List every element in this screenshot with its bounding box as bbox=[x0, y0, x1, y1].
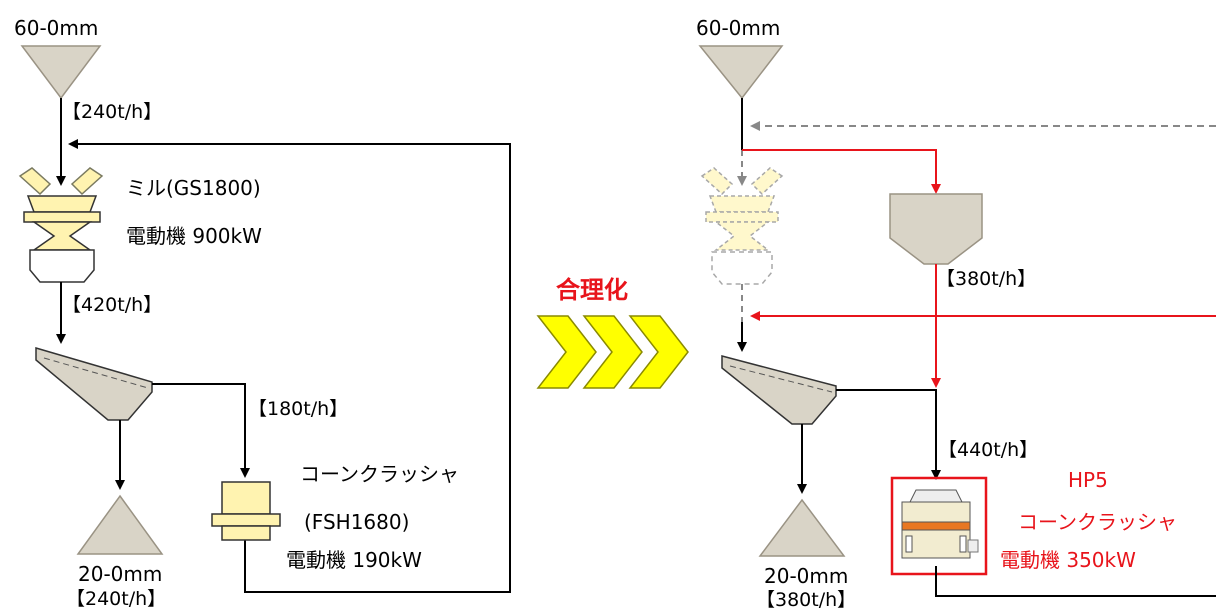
left-screen-to-cone bbox=[152, 383, 250, 478]
right-hp5-return-line bbox=[935, 566, 1216, 597]
right-cone-name: コーンクラッシャ bbox=[1018, 510, 1177, 534]
right-screen bbox=[721, 355, 837, 425]
left-cone-crusher bbox=[211, 481, 281, 541]
right-screen-to-cone bbox=[836, 389, 941, 480]
chevron-2 bbox=[582, 315, 643, 389]
right-bin-out-rate: 【380t/h】 bbox=[936, 268, 1037, 290]
right-cone-feed-rate: 【440t/h】 bbox=[938, 439, 1039, 461]
right-surge-bin bbox=[889, 193, 983, 265]
chevrons bbox=[536, 315, 689, 389]
left-product-pile bbox=[76, 494, 164, 555]
right-feed-hopper bbox=[698, 45, 784, 100]
left-flow bbox=[18, 45, 511, 593]
left-feed-rate: 【240t/h】 bbox=[62, 101, 163, 123]
right-removed-mill bbox=[700, 167, 784, 285]
left-cone-name: コーンクラッシャ bbox=[300, 462, 459, 486]
right-hp5-highlight-box bbox=[890, 476, 988, 576]
right-hp5-name: HP5 bbox=[1068, 468, 1108, 492]
chevron-1 bbox=[536, 315, 597, 389]
left-screen-feed-rate: 【420t/h】 bbox=[62, 294, 163, 316]
left-product-size: 20-0mm bbox=[78, 562, 163, 586]
chevron-3 bbox=[628, 315, 689, 389]
right-cone-motor: 電動機 350kW bbox=[1000, 548, 1136, 572]
left-mill-name: ミル(GS1800) bbox=[126, 176, 261, 200]
left-product-rate: 【240t/h】 bbox=[66, 588, 167, 610]
left-recycle-line bbox=[68, 139, 511, 593]
right-hp5-crusher bbox=[901, 489, 979, 559]
right-bypass-to-bin bbox=[742, 149, 941, 194]
left-mill-motor: 電動機 900kW bbox=[126, 224, 262, 248]
left-cone-model: (FSH1680) bbox=[304, 510, 410, 534]
right-product-rate: 【380t/h】 bbox=[756, 589, 857, 611]
left-screen bbox=[35, 346, 153, 421]
left-cone-feed-rate: 【180t/h】 bbox=[248, 398, 349, 420]
rationalization-title: 合理化 bbox=[556, 276, 628, 304]
left-cone-motor: 電動機 190kW bbox=[286, 548, 422, 572]
left-mill bbox=[18, 167, 104, 283]
right-product-size: 20-0mm bbox=[764, 564, 849, 588]
left-feed-hopper bbox=[20, 45, 102, 100]
right-flow bbox=[698, 45, 1216, 597]
right-product-pile bbox=[758, 498, 846, 557]
left-feed-size: 60-0mm bbox=[14, 16, 99, 40]
right-feed-size: 60-0mm bbox=[696, 16, 781, 40]
